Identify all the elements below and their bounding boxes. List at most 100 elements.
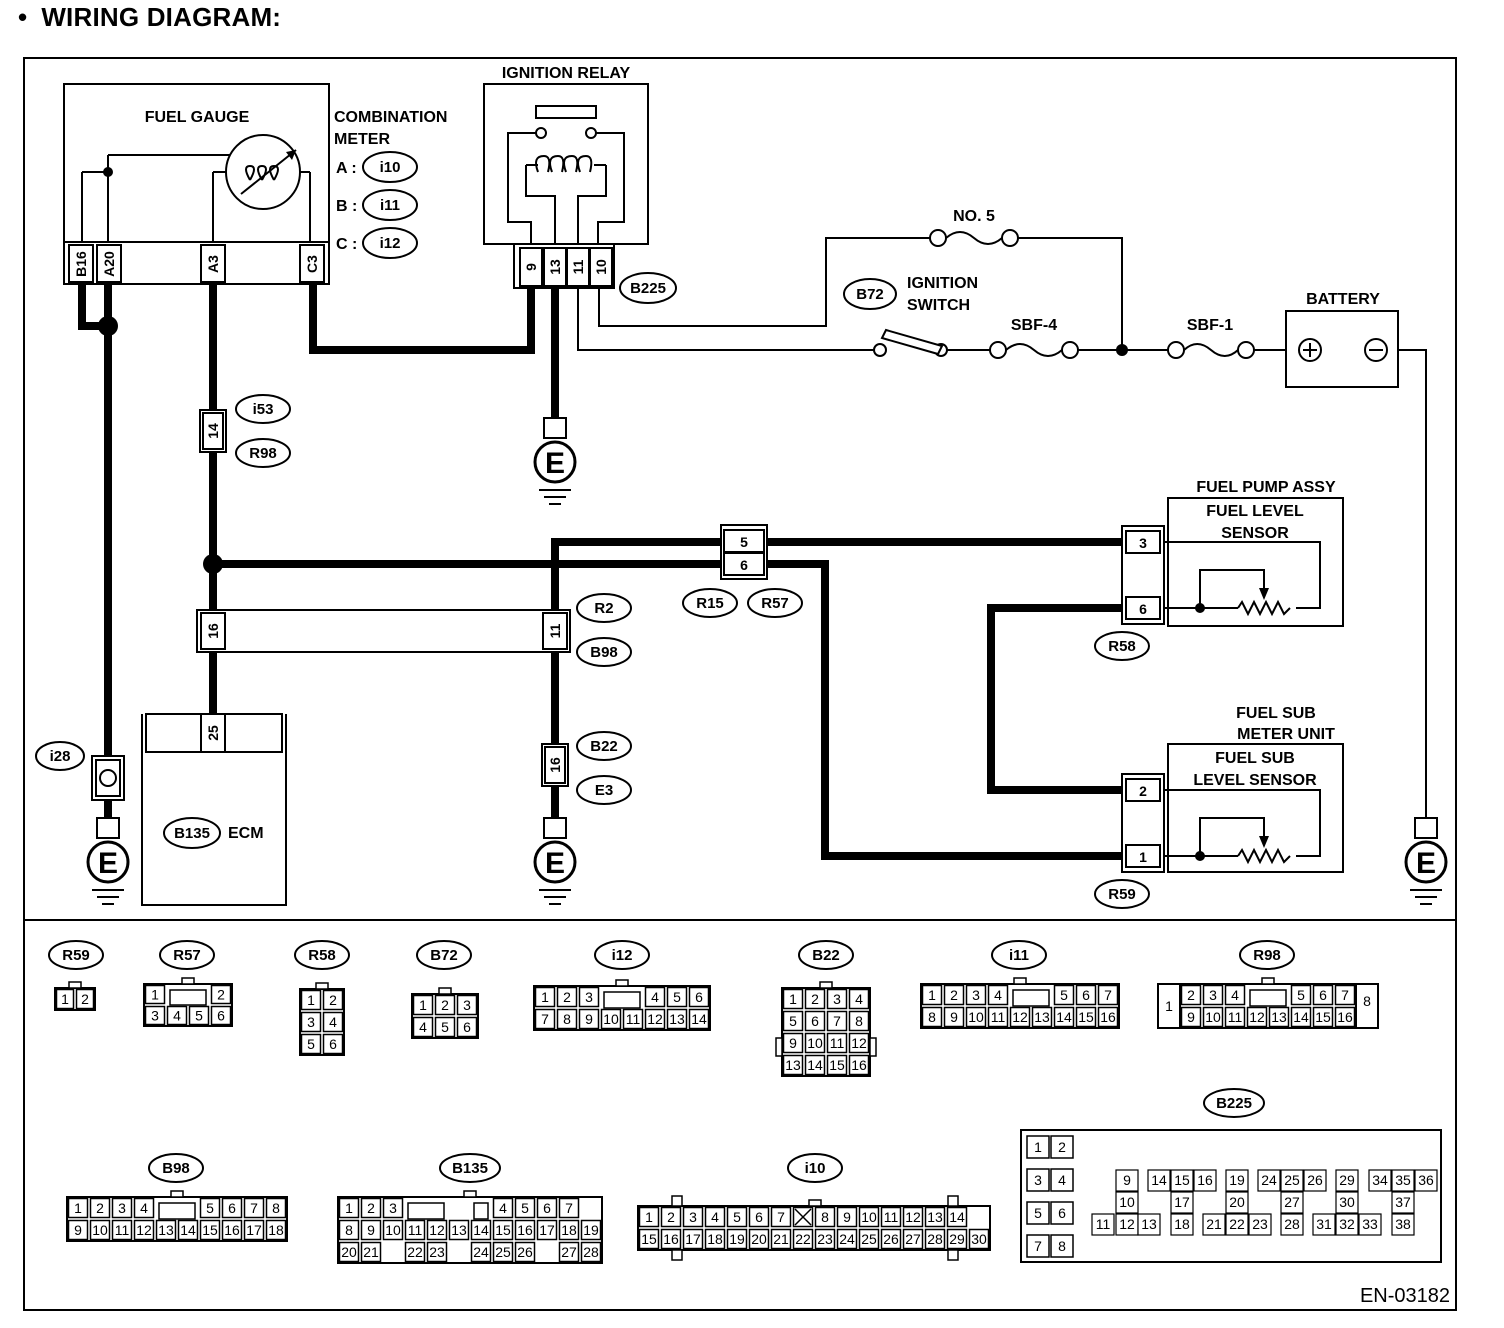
svg-text:7: 7 (833, 1013, 841, 1029)
connector-pin (578, 1008, 600, 1030)
svg-text:i10: i10 (380, 159, 401, 176)
connector-pin (1097, 1006, 1119, 1028)
connector-pin (848, 1010, 870, 1032)
svg-text:24: 24 (1261, 1172, 1277, 1188)
connector-pin (456, 994, 478, 1016)
svg-text:4: 4 (1058, 1172, 1066, 1188)
connector-pin (514, 1219, 536, 1241)
connector-pin (1246, 1006, 1268, 1028)
svg-text:i12: i12 (612, 947, 633, 964)
svg-text:3: 3 (389, 1200, 397, 1216)
svg-text:13: 13 (927, 1209, 943, 1225)
svg-text:4: 4 (711, 1209, 719, 1225)
svg-text:2: 2 (329, 992, 337, 1008)
svg-text:18: 18 (1174, 1216, 1190, 1232)
sbf4-label: SBF-4 (1011, 317, 1057, 334)
svg-text:26: 26 (883, 1231, 899, 1247)
meter-connector-c: C : i12 (336, 227, 418, 259)
svg-text:3: 3 (972, 987, 980, 1003)
svg-text:13: 13 (451, 1222, 467, 1238)
fuel-sub-level-sensor-label-2: LEVEL SENSOR (1193, 772, 1317, 789)
connector-pin (556, 986, 578, 1008)
junction-sensor-signal (203, 554, 223, 574)
svg-text:24: 24 (473, 1244, 489, 1260)
combination-meter-label-2: METER (334, 131, 390, 148)
svg-text:2: 2 (563, 989, 571, 1005)
svg-text:27: 27 (561, 1244, 577, 1260)
svg-text:9: 9 (367, 1222, 375, 1238)
svg-text:26: 26 (517, 1244, 533, 1260)
svg-text:6: 6 (217, 1008, 225, 1024)
connector-pin (322, 1033, 344, 1055)
connector-pin (133, 1197, 155, 1219)
connector-pin (133, 1219, 155, 1241)
connector-pin (580, 1241, 602, 1263)
svg-text:21: 21 (773, 1231, 789, 1247)
svg-text:18: 18 (707, 1231, 723, 1247)
svg-text:28: 28 (1284, 1216, 1300, 1232)
svg-text:29: 29 (1339, 1172, 1355, 1188)
svg-text:3: 3 (307, 1014, 315, 1030)
svg-text:15: 15 (1078, 1009, 1094, 1025)
svg-text:16: 16 (1197, 1172, 1213, 1188)
svg-text:14: 14 (473, 1222, 489, 1238)
connector-pin (704, 1228, 726, 1250)
svg-text:12: 12 (905, 1209, 921, 1225)
connector-pin (688, 986, 710, 1008)
svg-text:16: 16 (547, 757, 563, 773)
svg-text:14: 14 (1151, 1172, 1167, 1188)
connector-pin (814, 1228, 836, 1250)
heading-text: WIRING DIAGRAM: (41, 2, 282, 32)
svg-text:3: 3 (689, 1209, 697, 1225)
connector-pin (1224, 984, 1246, 1006)
svg-text:8: 8 (1058, 1238, 1066, 1254)
connector-pin (921, 984, 943, 1006)
svg-text:11: 11 (991, 1009, 1006, 1025)
connector-pin (704, 1206, 726, 1228)
svg-text:i12: i12 (380, 235, 401, 252)
connector-pin (578, 986, 600, 1008)
svg-text:6: 6 (695, 989, 703, 1005)
svg-text:7: 7 (1341, 987, 1349, 1003)
svg-text:10: 10 (861, 1209, 877, 1225)
connector-pin (536, 1219, 558, 1241)
junction-meter-ground (98, 316, 118, 336)
meter-connector-a: A : i10 (336, 151, 418, 183)
fuel-sub-level-sensor-label: FUEL SUB (1215, 750, 1295, 767)
svg-text:2: 2 (96, 1200, 104, 1216)
svg-text:9: 9 (843, 1209, 851, 1225)
connector-pin (748, 1228, 770, 1250)
connector-pin (382, 1197, 404, 1219)
fuse-no5-label: NO. 5 (953, 208, 995, 225)
svg-text:10: 10 (1205, 1009, 1221, 1025)
svg-text:B225: B225 (1216, 1095, 1252, 1112)
connector-tag-b225: B225 (1203, 1088, 1265, 1118)
combination-meter: FUEL GAUGE B16 A20 A3 C3 (63, 83, 330, 285)
connector-pin (726, 1228, 748, 1250)
svg-text:6: 6 (811, 1013, 819, 1029)
connector-pin (1031, 1006, 1053, 1028)
tag-b72: B72 (856, 286, 884, 303)
svg-text:1: 1 (1165, 998, 1173, 1014)
relay-pin-9: 9 (523, 263, 539, 271)
svg-text:18: 18 (268, 1222, 284, 1238)
svg-text:R57: R57 (173, 947, 201, 964)
svg-text:2: 2 (811, 991, 819, 1007)
svg-text:27: 27 (905, 1231, 921, 1247)
svg-text:5: 5 (733, 1209, 741, 1225)
svg-text:2: 2 (1058, 1139, 1066, 1155)
connector-pin (965, 984, 987, 1006)
connector-pin (155, 1219, 177, 1241)
ground-battery-icon: E (1404, 817, 1448, 905)
connector-pin (770, 1228, 792, 1250)
connector-pin (265, 1219, 287, 1241)
connector-pin (322, 1011, 344, 1033)
ground-letter: E (98, 847, 118, 880)
connector-pin (558, 1241, 580, 1263)
svg-text:B135: B135 (452, 1160, 488, 1177)
